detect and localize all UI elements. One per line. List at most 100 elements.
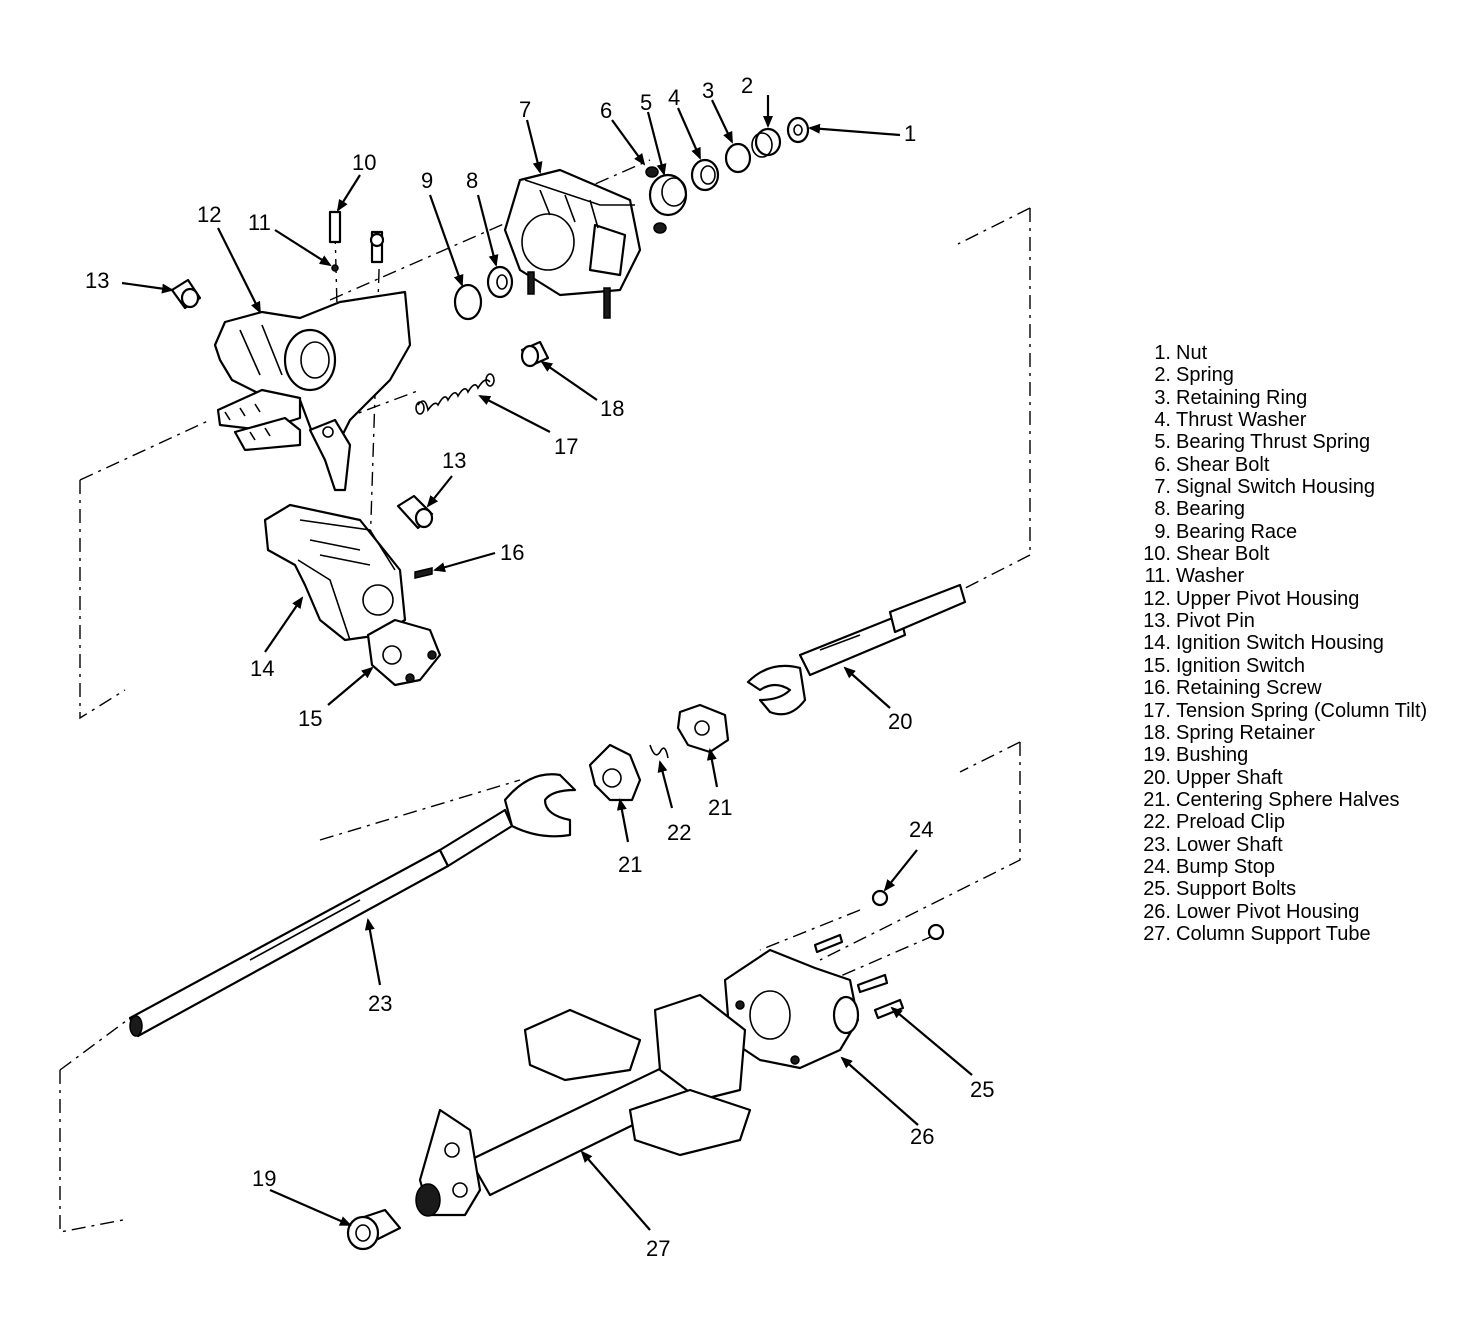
legend-item: 4.Thrust Washer [1135, 409, 1475, 431]
legend-item-number: 25. [1143, 878, 1171, 901]
signal-switch-housing-part [503, 168, 642, 319]
ignition-switch-housing-part [263, 503, 407, 642]
legend-item-label: Spring [1176, 364, 1234, 387]
legend-item-label: Bearing [1176, 498, 1245, 521]
legend-item: 13.Pivot Pin [1135, 610, 1475, 632]
legend-item-number: 4. [1154, 409, 1171, 432]
legend-item-label: Bearing Race [1176, 520, 1298, 543]
callout-22: 22 [667, 820, 691, 845]
legend-item: 6.Shear Bolt [1135, 454, 1475, 476]
legend-item: 2.Spring [1135, 364, 1475, 386]
legend-item-label: Retaining Screw [1176, 677, 1322, 700]
shear-bolt-upper-part [328, 210, 385, 264]
legend-item-number: 5. [1154, 431, 1171, 454]
legend-item-label: Thrust Washer [1176, 409, 1307, 432]
legend-item: 5.Bearing Thrust Spring [1135, 431, 1475, 453]
legend-item: 7.Signal Switch Housing [1135, 476, 1475, 498]
callout-13b: 13 [442, 448, 466, 473]
legend-item: 25.Support Bolts [1135, 878, 1475, 900]
legend-item-label: Upper Shaft [1176, 766, 1283, 789]
thrust-washer-part [690, 158, 720, 192]
legend-item-label: Nut [1176, 342, 1208, 364]
legend-item-label: Support Bolts [1176, 878, 1297, 901]
callout-2: 2 [741, 73, 753, 98]
legend-item: 20.Upper Shaft [1135, 767, 1475, 789]
legend-item-label: Washer [1176, 565, 1245, 588]
legend-item-label: Ignition Switch [1176, 654, 1305, 677]
legend-item: 18.Spring Retainer [1135, 722, 1475, 744]
legend-item-label: Retaining Ring [1176, 386, 1308, 409]
legend-item-label: Tension Spring (Column Tilt) [1176, 699, 1428, 722]
callout-8: 8 [466, 168, 478, 193]
callout-24: 24 [909, 817, 933, 842]
upper-pivot-housing-part [213, 290, 412, 492]
bearing-race-part [453, 283, 483, 321]
callout-4: 4 [668, 85, 680, 110]
legend-item-number: 7. [1154, 476, 1171, 499]
legend-item: 14.Ignition Switch Housing [1135, 632, 1475, 654]
legend-item: 16.Retaining Screw [1135, 677, 1475, 699]
legend-item-label: Bushing [1176, 744, 1249, 767]
legend-item-number: 17. [1143, 699, 1171, 722]
legend-item: 24.Bump Stop [1135, 856, 1475, 878]
legend-item-label: Bearing Thrust Spring [1176, 431, 1371, 454]
legend-item-label: Shear Bolt [1176, 453, 1270, 476]
legend-item-label: Ignition Switch Housing [1176, 632, 1384, 655]
pivot-pin-part [170, 278, 434, 530]
retaining-ring-part [724, 142, 752, 174]
callout-17: 17 [554, 434, 578, 459]
legend-item-number: 1. [1154, 342, 1171, 364]
legend-item: 22.Preload Clip [1135, 811, 1475, 833]
legend-item: 8.Bearing [1135, 498, 1475, 520]
callout-23: 23 [368, 991, 392, 1016]
retaining-screw-part [414, 567, 433, 579]
callout-18: 18 [600, 396, 624, 421]
legend-item: 23.Lower Shaft [1135, 834, 1475, 856]
legend-item-label: Lower Shaft [1176, 833, 1283, 856]
legend-item-number: 21. [1143, 788, 1171, 811]
legend-item-number: 2. [1154, 364, 1171, 387]
legend-item-number: 24. [1143, 855, 1171, 878]
callout-5: 5 [640, 90, 652, 115]
legend-item: 27.Column Support Tube [1135, 923, 1475, 945]
legend-item-number: 9. [1154, 520, 1171, 543]
callout-21a: 21 [708, 795, 732, 820]
callout-6: 6 [600, 98, 612, 123]
washer-part [331, 264, 339, 272]
callout-7: 7 [519, 97, 531, 122]
legend-item-number: 3. [1154, 386, 1171, 409]
legend-item-number: 22. [1143, 811, 1171, 834]
legend-item-number: 15. [1143, 654, 1171, 677]
leader-arrows [121, 95, 973, 1231]
legend-item-label: Signal Switch Housing [1176, 476, 1375, 499]
centering-sphere-halves-part [588, 703, 730, 802]
legend-item-label: Bump Stop [1176, 855, 1275, 878]
legend-item: 9.Bearing Race [1135, 521, 1475, 543]
callout-numbers: 1 2 3 4 5 6 7 8 9 10 11 12 13 13 14 15 1… [85, 73, 994, 1261]
legend-item-label: Centering Sphere Halves [1176, 788, 1400, 811]
callout-9: 9 [421, 168, 433, 193]
legend-item-number: 14. [1143, 632, 1171, 655]
callout-14: 14 [250, 656, 274, 681]
legend-item-number: 10. [1143, 543, 1171, 566]
bump-stop-part [871, 889, 945, 941]
legend-item: 26.Lower Pivot Housing [1135, 901, 1475, 923]
callout-3: 3 [702, 78, 714, 103]
tension-spring-part [415, 373, 495, 415]
exploded-diagram: 1 2 3 4 5 6 7 8 9 10 11 12 13 13 14 15 1… [59, 73, 1031, 1261]
legend-item-number: 6. [1154, 453, 1171, 476]
callout-20: 20 [888, 709, 912, 734]
legend-item-number: 19. [1143, 744, 1171, 767]
legend-item-label: Lower Pivot Housing [1176, 900, 1360, 923]
nut-part [786, 116, 810, 144]
legend-item-label: Pivot Pin [1176, 610, 1255, 633]
lower-shaft-part [128, 773, 577, 1038]
bearing-part [486, 265, 514, 299]
lower-pivot-housing-part [723, 948, 860, 1070]
legend-item-number: 13. [1143, 610, 1171, 633]
legend-item-number: 12. [1143, 587, 1171, 610]
legend-item-number: 8. [1154, 498, 1171, 521]
spring-retainer-part [520, 340, 550, 368]
column-support-tube-part [415, 993, 752, 1217]
